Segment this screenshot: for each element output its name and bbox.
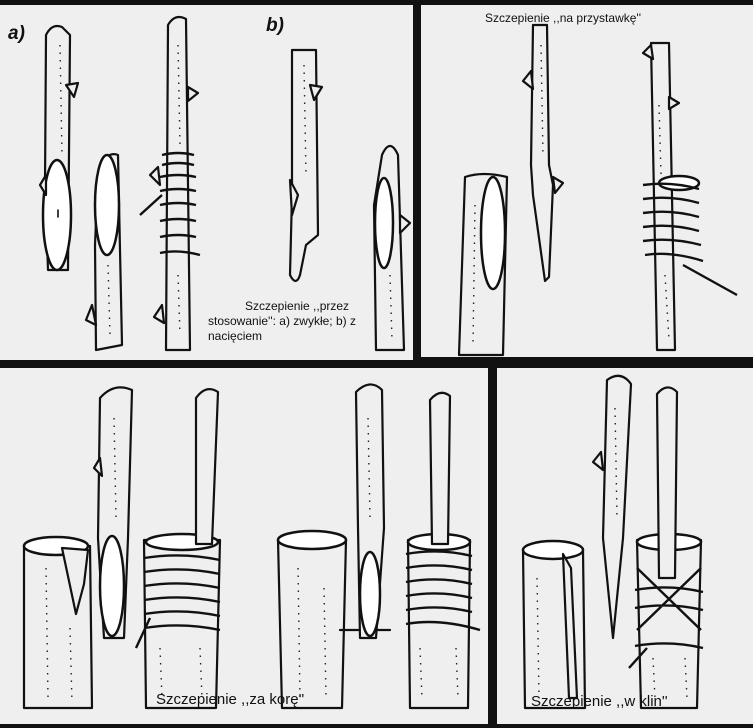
side-graft-rootstock (457, 172, 509, 357)
cleft-graft-illustration (521, 374, 704, 710)
cleft-graft-rootstock (521, 539, 587, 710)
caption-splice-line-1: Szczepienie ,,przez (245, 299, 350, 313)
caption-splice-line-3: nacięciem (208, 329, 263, 343)
cleft-graft-joined (628, 386, 704, 710)
bark-graft-scion-1 (92, 386, 134, 640)
splice-grafting-illustration (38, 15, 412, 352)
bark-graft-joined-2 (405, 391, 481, 710)
caption-side-graft: Szczepienie ,,na przystawkę'' (485, 11, 641, 25)
joined-graft-a (139, 15, 201, 352)
caption-splice-line-2: stosowanie'': a) zwykłe; b) z (208, 314, 356, 328)
panel-splice-grafting: a) b) Szczepienie ,,przez stosowanie'': … (0, 5, 413, 360)
label-a: a) (8, 23, 25, 44)
scion-a (38, 24, 80, 272)
bark-graft-joined-1 (134, 387, 222, 710)
cleft-graft-scion (591, 374, 633, 640)
caption-bark-graft: Szczepienie ,,za korę'' (156, 691, 305, 708)
label-b: b) (266, 15, 284, 36)
scion-b (288, 48, 324, 283)
bark-graft-rootstock-2 (276, 529, 392, 710)
panel-bark-graft: Szczepienie ,,za korę'' (0, 368, 488, 724)
side-graft-illustration (457, 23, 738, 357)
bark-graft-rootstock-1 (22, 535, 94, 710)
panel-side-graft: Szczepienie ,,na przystawkę'' (421, 5, 753, 357)
side-graft-scion (521, 23, 565, 283)
panel-cleft-graft: Szczepienie ,,w klin'' (497, 368, 753, 724)
rootstock-a (84, 153, 124, 352)
caption-cleft-graft: Szczepienie ,,w klin'' (531, 693, 668, 710)
side-graft-joined (641, 41, 738, 352)
bark-graft-scion-2 (354, 383, 386, 640)
rootstock-b (372, 144, 412, 352)
bark-graft-illustration (22, 383, 481, 710)
